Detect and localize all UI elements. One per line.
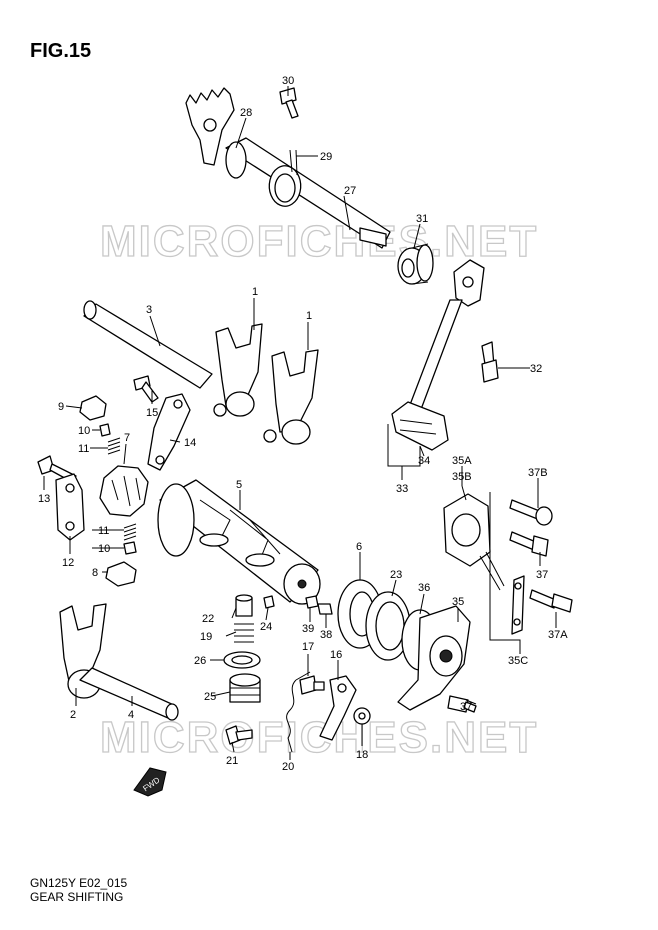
- switch-25: [229, 673, 261, 703]
- spring-11-top: [107, 437, 121, 455]
- bearing-31: [397, 243, 434, 285]
- callout-20: 20: [282, 761, 294, 773]
- callout-1-left: 1: [252, 286, 258, 298]
- callout-14: 14: [184, 437, 196, 449]
- bolt-32: [481, 341, 499, 383]
- callout-28: 28: [240, 107, 252, 119]
- callout-21: 21: [226, 755, 238, 767]
- callout-31: 31: [416, 213, 428, 225]
- figure-caption: GEAR SHIFTING: [30, 890, 124, 904]
- callout-9: 9: [58, 401, 64, 413]
- screw-15: [133, 375, 159, 403]
- callout-37a: 37A: [548, 629, 568, 641]
- screw-37b: [509, 499, 553, 526]
- callout-24: 24: [260, 621, 272, 633]
- pin-38: [317, 603, 333, 615]
- pin-24: [263, 595, 275, 609]
- callout-17: 17: [302, 641, 314, 653]
- callout-29: 29: [320, 151, 332, 163]
- gear-shift-arm-35: [397, 605, 471, 711]
- callout-labels: 30 28 29 27 31 1 1 3 32 9 10 7 15 14 11 …: [38, 75, 568, 773]
- shift-fork-1-right: [263, 349, 319, 445]
- stopper-plate-14: [147, 393, 191, 471]
- callout-35: 35: [452, 596, 464, 608]
- callout-6: 6: [356, 541, 362, 553]
- callout-37-lower: 37: [460, 701, 472, 713]
- pin-10-top: [99, 423, 111, 437]
- callout-25: 25: [204, 691, 216, 703]
- screw-21: [225, 725, 253, 745]
- callout-15: 15: [146, 407, 158, 419]
- callout-11-bottom: 11: [98, 525, 109, 537]
- screw-37-upper: [509, 531, 549, 557]
- stopper-16: [319, 675, 357, 741]
- shift-fork-shaft-3: [83, 300, 213, 389]
- bolt-17: [299, 675, 325, 695]
- callout-23: 23: [390, 569, 402, 581]
- cover-8: [105, 561, 137, 587]
- callout-10-bottom: 10: [98, 543, 110, 555]
- callout-22: 22: [202, 613, 214, 625]
- callout-2: 2: [70, 709, 76, 721]
- neutral-contact-22: [235, 594, 253, 617]
- screw-37a: [529, 589, 573, 613]
- callout-35c: 35C: [508, 655, 528, 667]
- callout-26: 26: [194, 655, 206, 667]
- callout-11-top: 11: [78, 443, 89, 455]
- plate-12: [55, 473, 85, 541]
- callout-4: 4: [128, 709, 134, 721]
- callout-7: 7: [124, 432, 130, 444]
- bolt-30: [279, 87, 299, 119]
- callout-32: 32: [530, 363, 542, 375]
- figure-code: GN125Y E02_015: [30, 876, 128, 890]
- callout-5: 5: [236, 479, 242, 491]
- callout-1-right: 1: [306, 310, 312, 322]
- cover-9: [79, 395, 107, 421]
- figure-footer: GN125Y E02_015 GEAR SHIFTING: [30, 876, 127, 904]
- watermark-top: MICROFICHES.NET: [100, 217, 538, 266]
- leader-lines: [43, 86, 557, 760]
- callout-27: 27: [344, 185, 356, 197]
- gasket-26: [223, 651, 261, 669]
- clamp-35c: [511, 575, 525, 635]
- callout-35b: 35B: [452, 471, 472, 483]
- figure-title: FIG.15: [30, 40, 92, 62]
- callout-34: 34: [418, 455, 430, 467]
- callout-38: 38: [320, 629, 332, 641]
- watermark-bottom: MICROFICHES.NET: [100, 713, 538, 762]
- gear-position-switch-35a: [443, 493, 505, 591]
- callout-13: 13: [38, 493, 50, 505]
- washer-18: [353, 707, 371, 725]
- callout-36: 36: [418, 582, 430, 594]
- shift-fork-shaft-4: [79, 667, 179, 721]
- pin-39: [305, 595, 319, 609]
- callout-33: 33: [396, 483, 408, 495]
- callout-35a: 35A: [452, 455, 472, 467]
- callout-12: 12: [62, 557, 74, 569]
- callout-19: 19: [200, 631, 212, 643]
- spring-19: [234, 623, 254, 643]
- callout-8: 8: [92, 567, 98, 579]
- callout-39: 39: [302, 623, 314, 635]
- gasket-23: [365, 591, 411, 661]
- callout-18: 18: [356, 749, 368, 761]
- pin-10-bottom: [123, 541, 137, 555]
- callout-30: 30: [282, 75, 294, 87]
- callout-37-upper: 37: [536, 569, 548, 581]
- callout-37b: 37B: [528, 467, 548, 479]
- forward-direction-marker: FWD: [133, 767, 167, 797]
- callout-3: 3: [146, 304, 152, 316]
- spring-11-bottom: [123, 523, 137, 541]
- gear-shift-lever-34: [391, 259, 485, 451]
- callout-10-top: 10: [78, 425, 90, 437]
- cam-stopper-7: [99, 465, 149, 517]
- gear-shift-shaft-assembly: [185, 87, 391, 249]
- gear-shift-cam-5: [157, 479, 321, 605]
- callout-16: 16: [330, 649, 342, 661]
- screw-37-lower: [447, 695, 477, 713]
- shift-fork-1-left: [213, 323, 263, 417]
